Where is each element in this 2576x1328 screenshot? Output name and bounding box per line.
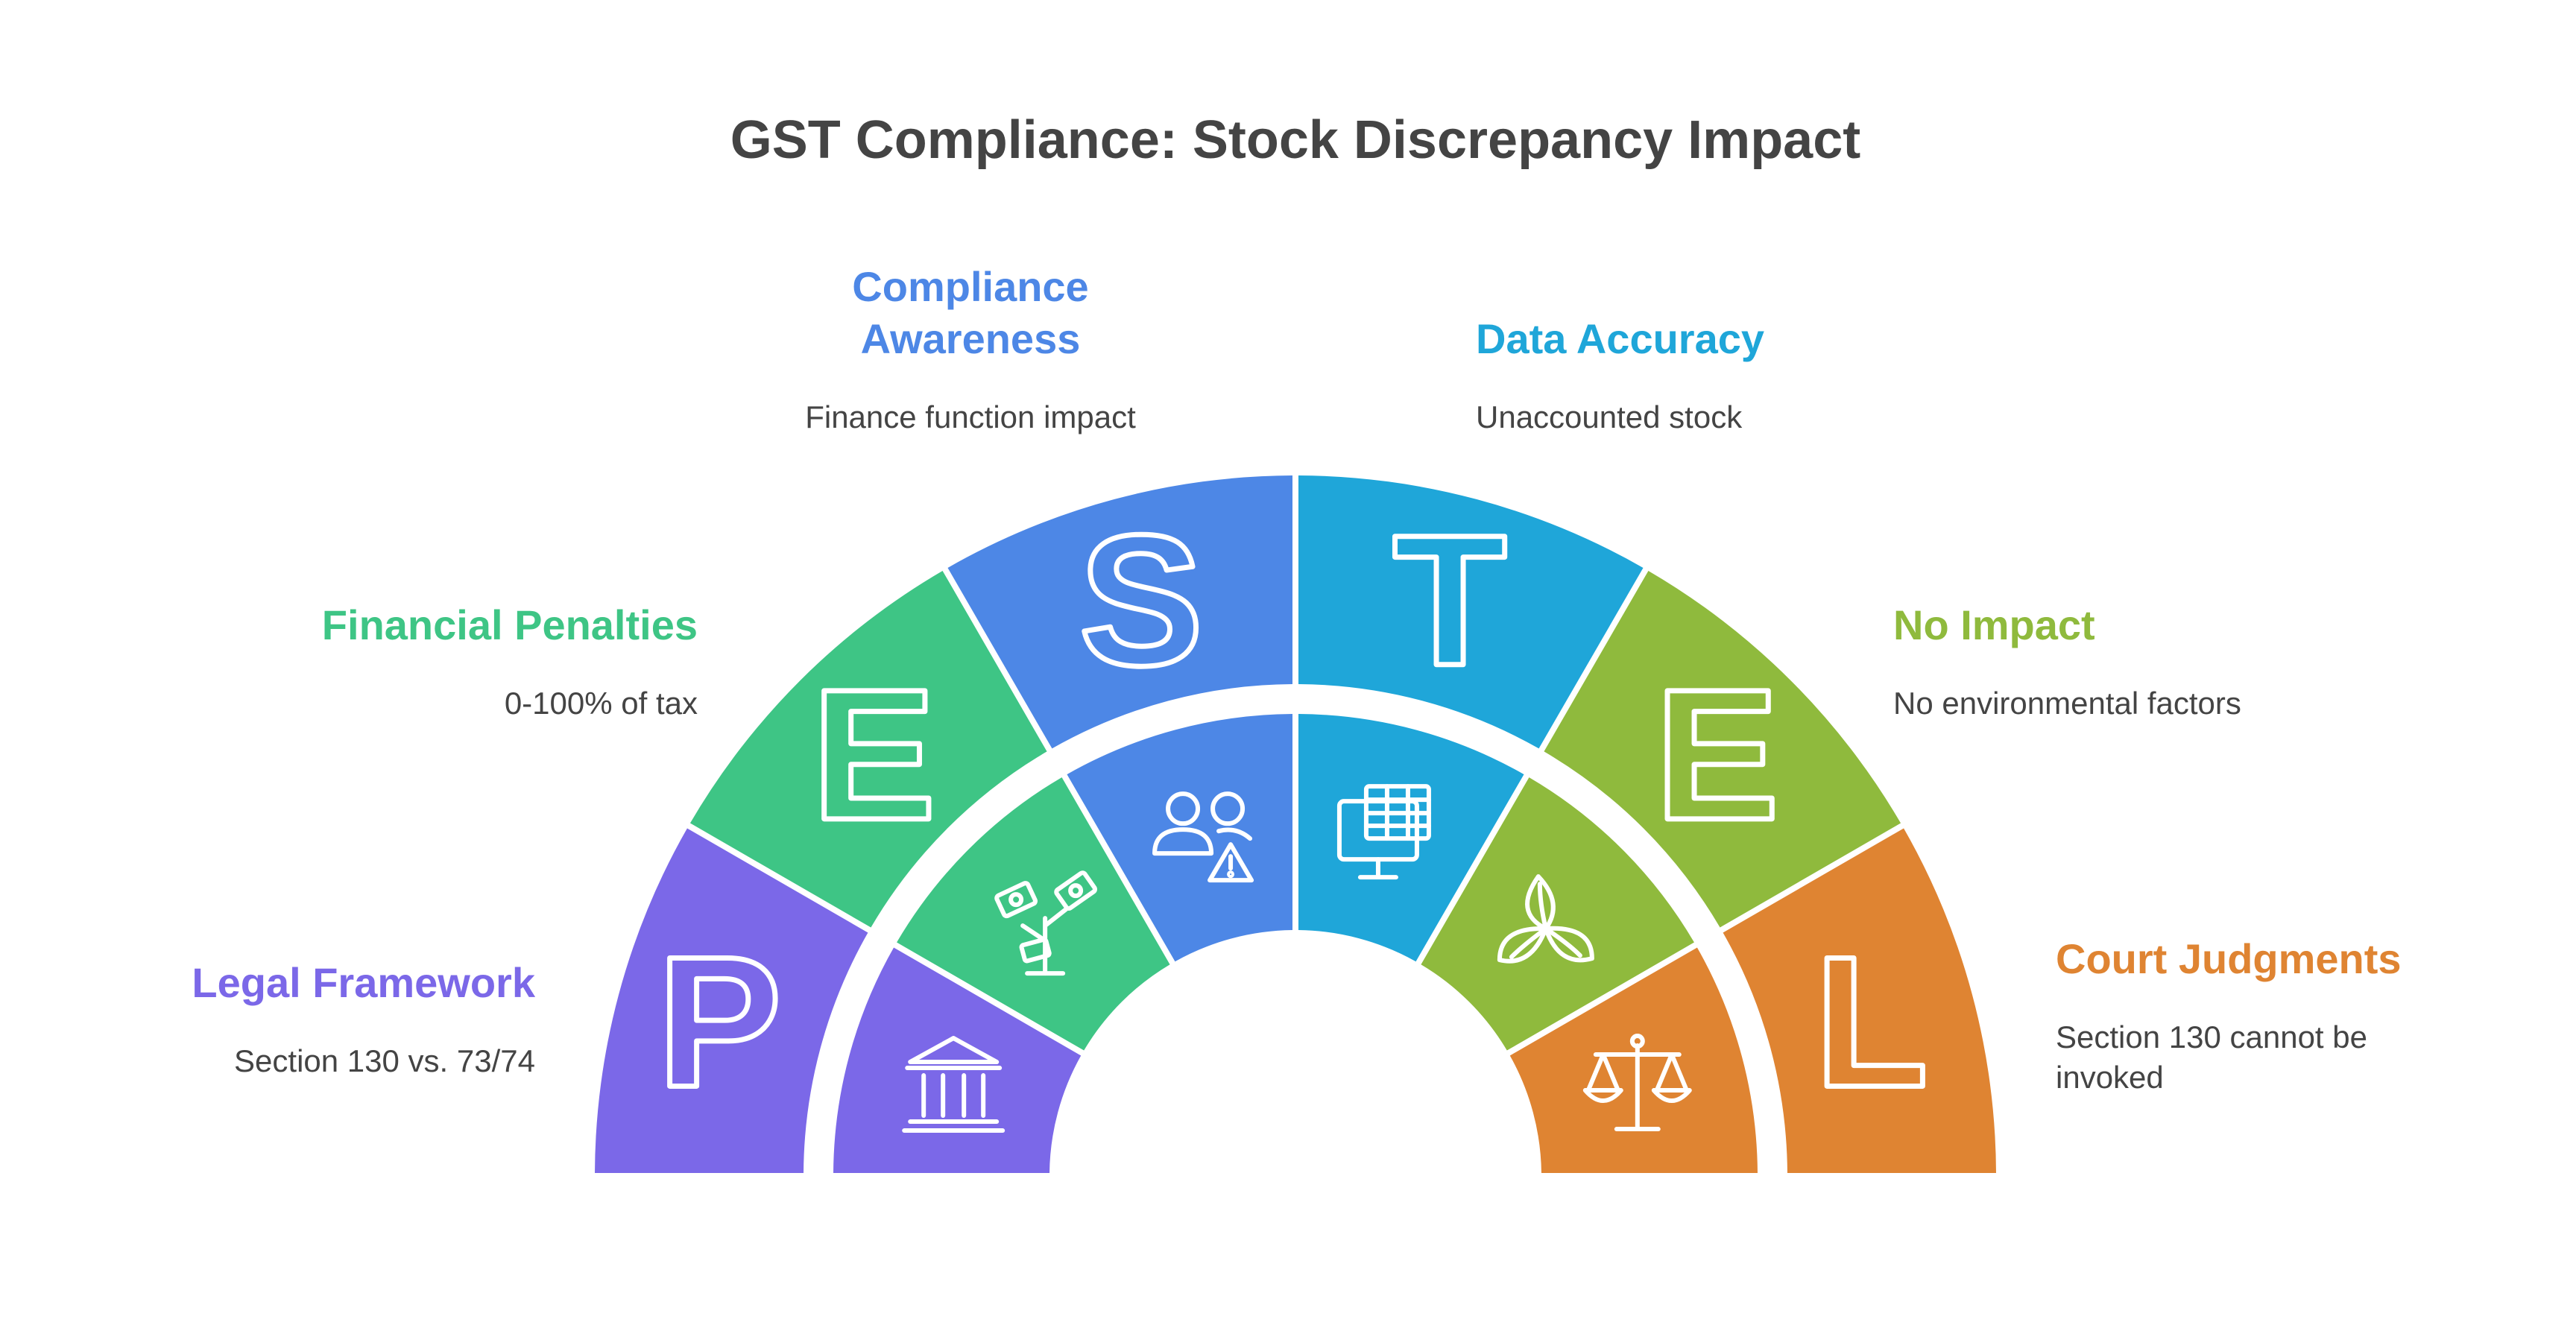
category-title: Compliance (852, 263, 1088, 310)
computer-spreadsheet-icon (1336, 784, 1431, 880)
outer-wedge (595, 828, 868, 1173)
segment-6: L (1509, 828, 1996, 1174)
segment-letter: T (1393, 496, 1507, 704)
category-description: invoked (2056, 1060, 2164, 1095)
category-title: Awareness (861, 315, 1081, 362)
category-title: Data Accuracy (1476, 315, 1764, 362)
category-description: Finance function impact (805, 399, 1136, 434)
segment-letter: P (657, 917, 782, 1125)
segment-3: S (947, 475, 1293, 962)
outer-wedge (1723, 828, 1996, 1173)
inner-wedge (1067, 714, 1293, 962)
leaves-icon (1497, 874, 1594, 964)
outer-wedge (947, 475, 1292, 749)
segment-label-5: No Impact No environmental factors (1893, 601, 2241, 721)
segment-label-2: Financial Penalties 0-100% of tax (322, 601, 698, 721)
outer-wedge (1298, 475, 1644, 749)
category-title: No Impact (1893, 601, 2095, 648)
segment-2: E (689, 570, 1170, 1051)
segment-letter: S (1079, 496, 1204, 704)
segment-5: E (1421, 570, 1901, 1051)
users-warning-icon (1152, 791, 1254, 883)
outer-wedge (1544, 570, 1901, 928)
segment-4: T (1298, 475, 1644, 962)
diagram-title: GST Compliance: Stock Discrepancy Impact (730, 110, 1860, 170)
category-title: Financial Penalties (322, 601, 698, 648)
category-title: Legal Framework (192, 959, 535, 1006)
category-description: No environmental factors (1893, 686, 2241, 721)
outer-wedge (689, 570, 1047, 928)
segment-1: P (595, 828, 1082, 1174)
category-description: Unaccounted stock (1476, 399, 1743, 434)
segment-letter: L (1814, 917, 1928, 1125)
inner-wedge (1421, 777, 1694, 1051)
category-title: Court Judgments (2056, 935, 2402, 982)
segment-letter: E (1655, 651, 1779, 859)
segment-letter: E (812, 651, 936, 859)
category-description: 0-100% of tax (505, 686, 698, 721)
inner-wedge (897, 777, 1170, 1051)
scales-icon (1582, 1034, 1692, 1132)
money-plant-icon (994, 870, 1097, 976)
courthouse-icon (902, 1036, 1006, 1133)
inner-wedge (1509, 947, 1758, 1174)
category-description: Section 130 cannot be (2056, 1019, 2367, 1055)
category-description: Section 130 vs. 73/74 (234, 1043, 535, 1078)
